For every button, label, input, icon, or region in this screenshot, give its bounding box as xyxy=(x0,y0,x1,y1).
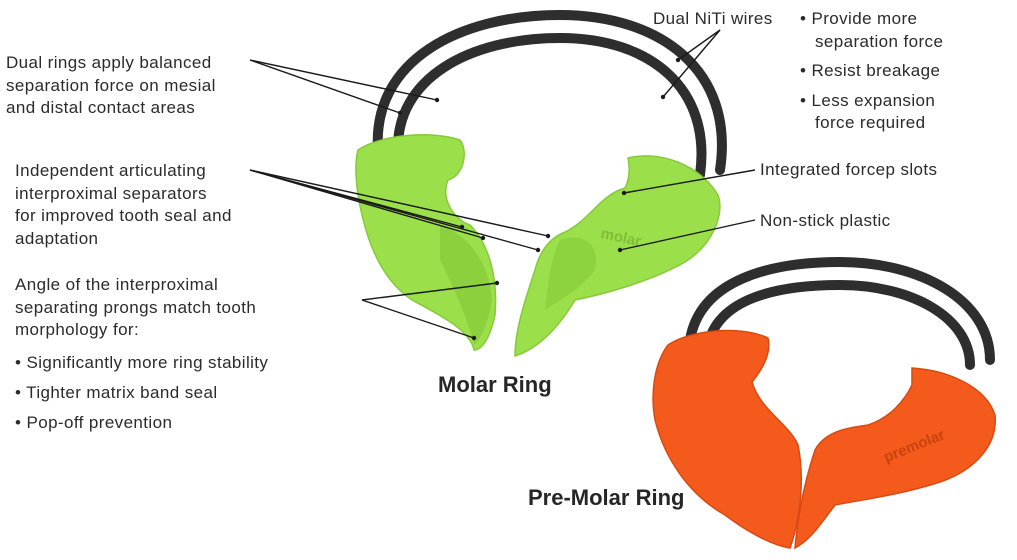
callout-line: Independent articulating xyxy=(15,161,207,180)
leader-lines xyxy=(249,29,756,339)
callout-separators: Independent articulating interproximal s… xyxy=(15,160,232,250)
bullet-item: • Provide more xyxy=(800,9,918,28)
callout-line: Dual NiTi wires xyxy=(653,9,773,28)
callout-line: separation force on mesial xyxy=(6,75,216,95)
bullet-item: • Pop-off prevention xyxy=(15,413,173,432)
callout-angle: Angle of the interproximal separating pr… xyxy=(15,274,256,342)
molar-left-jaw-shade xyxy=(440,225,492,345)
callout-line: Dual rings apply balanced xyxy=(6,53,212,72)
premolar-right-jaw xyxy=(794,367,996,550)
premolar-wires xyxy=(685,256,995,370)
callout-line: Angle of the interproximal xyxy=(15,275,219,294)
molar-ring-title: Molar Ring xyxy=(438,372,552,397)
callout-nonstick: Non-stick plastic xyxy=(760,210,891,233)
bullet-item: • Tighter matrix band seal xyxy=(15,383,218,402)
bullet-item-cont: separation force xyxy=(815,31,944,51)
callout-line: interproximal separators xyxy=(15,183,207,203)
molar-right-jaw xyxy=(514,155,721,358)
callout-forcep: Integrated forcep slots xyxy=(760,159,937,182)
callout-line: and distal contact areas xyxy=(6,98,196,117)
callout-line: separating prongs match tooth xyxy=(15,297,257,317)
molar-wires xyxy=(372,9,727,180)
callout-dual-rings: Dual rings apply balanced separation for… xyxy=(6,52,216,120)
molar-right-jaw-shade xyxy=(545,237,596,310)
premolar-left-jaw xyxy=(652,329,802,549)
bullet-item: • Significantly more ring stability xyxy=(15,353,269,372)
bullet-item-cont: force required xyxy=(815,113,926,132)
niti-bullet-list: • Provide more separation force • Resist… xyxy=(800,8,943,135)
leader-dots xyxy=(397,57,681,341)
callout-line: for improved tooth seal and xyxy=(15,206,232,225)
callout-niti: Dual NiTi wires xyxy=(653,8,773,31)
callout-line: Integrated forcep slots xyxy=(760,160,938,179)
angle-bullet-list: • Significantly more ring stability • Ti… xyxy=(15,348,268,438)
callout-line: Non-stick plastic xyxy=(760,211,891,230)
callout-line: morphology for: xyxy=(15,320,140,339)
bullet-item: • Resist breakage xyxy=(800,61,941,80)
premolar-ring-title: Pre-Molar Ring xyxy=(528,485,685,510)
bullet-item: • Less expansion xyxy=(800,90,936,110)
callout-line: adaptation xyxy=(15,228,99,248)
